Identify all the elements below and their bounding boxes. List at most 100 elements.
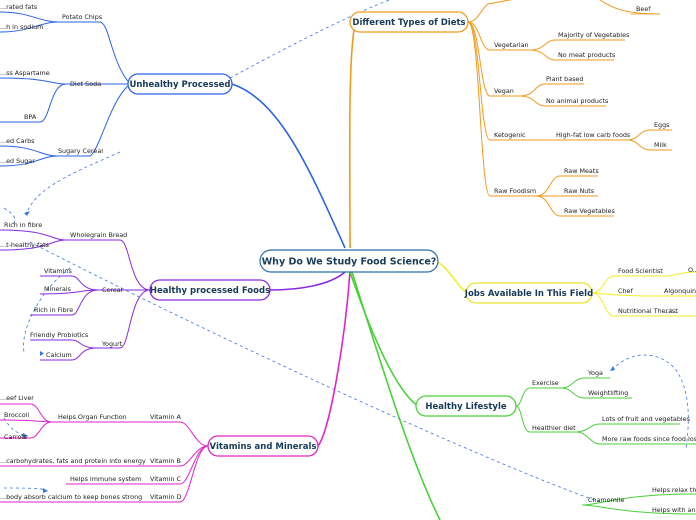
leaf-weightlifting[interactable]: Weightlifting <box>588 389 628 397</box>
leaf-broccoli[interactable]: Broccoli <box>4 411 29 419</box>
leaf-raw-nuts[interactable]: Raw Nuts <box>564 187 595 195</box>
leaf-bones-calcium[interactable]: ...body absorb calcium to keep bones str… <box>0 493 142 501</box>
arrowhead-calcium <box>40 351 44 356</box>
leaf-helps-anxiety[interactable]: Helps with anxi... <box>652 506 696 514</box>
leaf-ist[interactable]: ...ist <box>664 307 678 315</box>
leaf-probiotics[interactable]: Friendly Probiotics <box>30 331 89 339</box>
central-topic-label: Why Do We Study Food Science? <box>262 257 437 268</box>
arrowhead-yoga <box>610 366 615 371</box>
topic-jobs[interactable]: Jobs Available In This Field <box>464 282 593 304</box>
leaf-eggs[interactable]: Eggs <box>654 121 670 129</box>
relation-line-yoga <box>611 354 689 449</box>
leaf-high-fat[interactable]: High-fat low carb foods <box>556 131 631 139</box>
branch-unhealthy <box>231 83 346 249</box>
leaf-plant-based[interactable]: Plant based <box>546 75 583 83</box>
leaf-minerals[interactable]: Minerals <box>44 285 72 293</box>
leaf-bpa[interactable]: BPA <box>24 113 37 121</box>
jobs-leaves: Food Scientist O... Chef Algonquin C... … <box>618 266 696 315</box>
leaf-healthy-fats[interactable]: ...t-healthy fats <box>0 241 50 249</box>
leaf-no-meat[interactable]: No meat products <box>558 51 616 59</box>
leaf-calcium[interactable]: Calcium <box>46 351 72 359</box>
leaf-rich-fibre-2[interactable]: Rich in Fibre <box>34 306 73 314</box>
leaf-cereal[interactable]: Cereal <box>102 286 123 294</box>
leaf-rich-fibre[interactable]: Rich in fibre <box>4 221 42 229</box>
relationship-arrowheads <box>23 211 615 493</box>
leaf-healthier-diet[interactable]: Healthier diet <box>532 424 576 432</box>
central-topic[interactable]: Why Do We Study Food Science? <box>259 249 439 273</box>
leaf-beef-liver[interactable]: ...eef Liver <box>0 394 34 402</box>
branch-jobs <box>437 261 469 294</box>
leaf-aspartame[interactable]: ...ss Aspartame <box>0 69 50 77</box>
topic-unhealthy-label: Unhealthy Processed <box>129 80 230 90</box>
topic-healthy-processed[interactable]: Healthy processed Foods <box>149 279 271 301</box>
topic-vitamins-minerals[interactable]: Vitamins and Minerals <box>207 435 319 457</box>
healthy-leaves: Rich in fibre Wholegrain Bread ...t-heal… <box>0 221 127 359</box>
leaf-vitamin-b[interactable]: Vitamin B <box>150 457 181 465</box>
leaf-sodium[interactable]: ...h in sodium <box>0 23 43 31</box>
leaf-more-raw-foods[interactable]: More raw foods since food loses n... <box>602 435 696 443</box>
leaf-no-animal[interactable]: No animal products <box>546 97 609 105</box>
leaf-o[interactable]: O... <box>688 266 696 274</box>
leaf-yoga[interactable]: Yoga <box>587 369 603 377</box>
diets-leaves: Beef Vegetarian Majority of Vegetables N… <box>494 5 670 215</box>
topic-vitamins-label: Vitamins and Minerals <box>210 442 317 452</box>
topic-diets-label: Different Types of Diets <box>352 18 465 28</box>
branch-lifestyle <box>349 271 419 407</box>
leaf-raw-vegetables[interactable]: Raw Vegetables <box>564 207 615 215</box>
leaf-helps-relax[interactable]: Helps relax the... <box>652 486 696 494</box>
leaf-fruit-vegetables[interactable]: Lots of fruit and vegetables <box>602 415 691 423</box>
leaf-sugary-cereal[interactable]: Sugary Cereal <box>58 147 103 155</box>
healthy-lines <box>0 229 151 361</box>
leaf-exercise[interactable]: Exercise <box>532 379 559 387</box>
leaf-vitamin-a[interactable]: Vitamin A <box>150 413 182 421</box>
leaf-nutritional[interactable]: Nutritional Thera... <box>618 307 678 315</box>
leaf-diet-soda[interactable]: Diet Soda <box>70 80 101 88</box>
leaf-milk[interactable]: Milk <box>654 141 667 149</box>
topic-healthy-label: Healthy processed Foods <box>150 286 270 296</box>
relation-line-bottom <box>3 487 47 491</box>
relation-line-left-curl <box>3 207 16 227</box>
leaf-vegetarian[interactable]: Vegetarian <box>494 41 529 49</box>
arrowhead-fibre <box>24 211 30 216</box>
leaf-wholegrain[interactable]: Wholegrain Bread <box>70 231 127 239</box>
arrowhead-bones <box>43 488 48 493</box>
relation-line-cross <box>29 241 601 503</box>
leaf-underlines <box>584 13 660 379</box>
topic-lifestyle-label: Healthy Lifestyle <box>425 402 507 412</box>
leaf-ketogenic[interactable]: Ketogenic <box>494 131 526 139</box>
leaf-majority-vegetables[interactable]: Majority of Vegetables <box>558 31 630 39</box>
relation-line-yogurt <box>23 267 71 353</box>
leaf-algonquin[interactable]: Algonquin C... <box>664 287 696 295</box>
leaf-vegan[interactable]: Vegan <box>494 87 514 95</box>
leaf-vitamins[interactable]: Vitamins <box>44 267 72 275</box>
branch-healthy <box>269 271 346 291</box>
leaf-organ-function[interactable]: Helps Organ Function <box>58 413 127 421</box>
leaf-saturated-fats[interactable]: ...rated fats <box>0 3 38 11</box>
topic-jobs-label: Jobs Available In This Field <box>464 289 593 299</box>
leaf-chef[interactable]: Chef <box>618 287 633 295</box>
leaf-chamomile[interactable]: Chamomile <box>588 496 624 504</box>
diets-lines <box>467 0 672 217</box>
leaf-carbs[interactable]: ...ed Carbs <box>0 137 35 145</box>
leaf-vitamin-c[interactable]: Vitamin C <box>150 475 182 483</box>
leaf-food-scientist[interactable]: Food Scientist <box>618 267 663 275</box>
topic-different-diets[interactable]: Different Types of Diets <box>349 11 469 33</box>
vitamins-leaves: ...eef Liver Broccoli Helps Organ Functi… <box>0 394 182 501</box>
leaf-macros-energy[interactable]: ...carbohydrates, fats and protein into … <box>0 457 146 465</box>
leaf-raw-meats[interactable]: Raw Meats <box>564 167 599 175</box>
leaf-immune-system[interactable]: Helps immune system <box>70 475 141 483</box>
leaf-sugar[interactable]: ...ed Sugar <box>0 157 35 165</box>
leaf-carrots[interactable]: Carrots <box>4 433 28 441</box>
topic-unhealthy-processed[interactable]: Unhealthy Processed <box>127 73 233 95</box>
leaf-raw-foodism[interactable]: Raw Foodism <box>494 187 536 195</box>
branch-lifestyle-extra <box>351 271 441 520</box>
leaf-vitamin-d[interactable]: Vitamin D <box>150 493 182 501</box>
branch-diets <box>348 23 356 249</box>
lifestyle-leaves: Exercise Yoga Weightlifting Healthier di… <box>532 369 696 514</box>
leaf-yogurt[interactable]: Yogurt <box>101 340 123 348</box>
lifestyle-lines <box>515 377 696 515</box>
vitamins-lines <box>0 403 209 503</box>
leaf-beef[interactable]: Beef <box>636 5 651 13</box>
topic-healthy-lifestyle[interactable]: Healthy Lifestyle <box>415 395 517 417</box>
leaf-potato-chips[interactable]: Potato Chips <box>62 13 103 21</box>
